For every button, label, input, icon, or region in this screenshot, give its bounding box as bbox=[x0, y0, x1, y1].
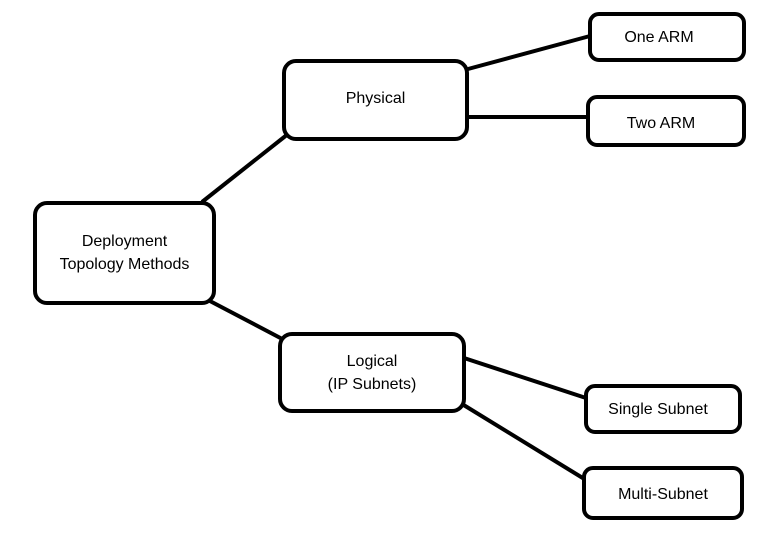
root-node-line-1: Deployment bbox=[81, 233, 168, 250]
one-arm-node: One ARM bbox=[588, 12, 746, 62]
edge-root-logical bbox=[207, 298, 289, 344]
root-node-line-2: Topology Methods bbox=[59, 256, 190, 273]
two-arm-node: Two ARM bbox=[586, 95, 746, 147]
edge-root-physical bbox=[200, 132, 290, 204]
logical-node-line-1: Logical bbox=[346, 352, 398, 370]
edge-logical-multi-subnet bbox=[460, 402, 588, 482]
logical-node: Logical (IP Subnets) bbox=[278, 332, 466, 413]
multi-subnet-node-label: Multi-Subnet bbox=[618, 485, 708, 503]
two-arm-node-label: Two ARM bbox=[626, 114, 696, 132]
single-subnet-node: Single Subnet bbox=[584, 384, 742, 434]
one-arm-node-label: One ARM bbox=[624, 28, 694, 46]
edge-logical-single-subnet bbox=[463, 356, 587, 400]
root-node-deployment-topology-methods: Deployment Topology Methods bbox=[33, 201, 216, 305]
edge-physical-one-arm bbox=[467, 34, 591, 71]
single-subnet-node-label: Single Subnet bbox=[608, 400, 708, 418]
physical-node-label: Physical bbox=[345, 90, 406, 107]
logical-node-line-2: (IP Subnets) bbox=[327, 375, 417, 393]
physical-node: Physical bbox=[282, 59, 469, 141]
multi-subnet-node: Multi-Subnet bbox=[582, 466, 744, 520]
